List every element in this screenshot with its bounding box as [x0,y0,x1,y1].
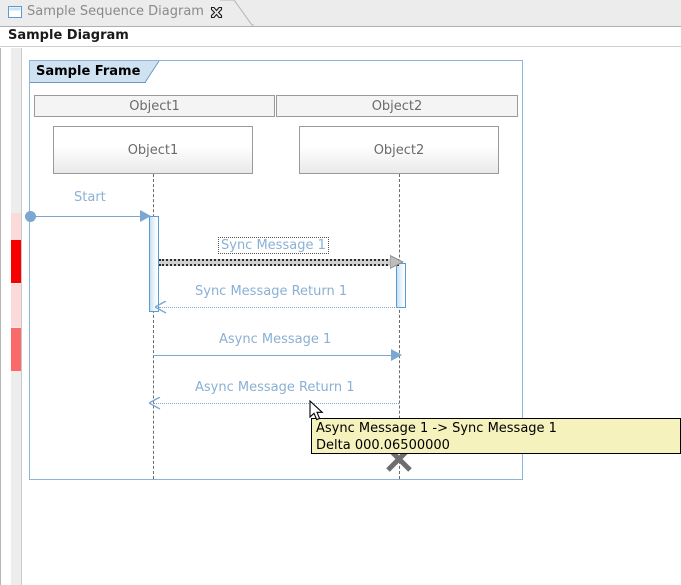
title-divider [0,46,681,47]
ruler-mark[interactable] [11,240,21,283]
message-tooltip: Async Message 1 -> Sync Message 1 Delta … [311,418,681,454]
close-x-icon[interactable] [210,6,223,19]
tab-strip-divider [0,26,681,27]
lifeline-box-label: Object1 [127,142,179,158]
tooltip-line-1: Async Message 1 -> Sync Message 1 [316,421,557,436]
message-label-sync-message-1[interactable]: Sync Message 1 [218,237,329,254]
message-line-async-message-1[interactable] [153,355,399,356]
ruler-mark[interactable] [11,213,21,240]
sequence-frame[interactable]: Sample Frame Object1 Object2 Object1 Obj… [25,60,523,480]
arrowhead-start [140,210,152,226]
editor-tab-sample-sequence-diagram[interactable]: Sample Sequence Diagram [0,0,254,27]
message-line-start[interactable] [30,216,149,217]
frame-tag-corner [144,60,161,83]
page-title: Sample Diagram [8,28,129,43]
message-line-sync-message-return-1[interactable] [159,307,399,308]
lifeline-header-object1[interactable]: Object1 [34,95,275,117]
tab-slant-edge [220,0,254,27]
arrowhead-sync-message-1 [389,254,405,273]
tooltip-line-2: Delta 000.06500000 [316,438,450,453]
lifeline-box-object1[interactable]: Object1 [53,126,253,174]
overview-ruler[interactable] [11,48,22,585]
lifeline-dash-object1 [153,174,154,479]
arrowhead-async-message-1 [391,349,403,365]
lifeline-dash-object2 [399,174,400,479]
message-label-start[interactable]: Start [74,190,106,205]
diagram-title-bar: Sample Diagram [0,27,681,47]
lifeline-header-object2[interactable]: Object2 [276,95,518,117]
lifeline-header-label: Object2 [371,98,423,114]
frame-tag[interactable]: Sample Frame [30,61,147,83]
arrowhead-async-message-return-1 [147,396,161,413]
arrowhead-sync-message-return-1 [153,300,167,317]
ruler-mark[interactable] [11,328,21,371]
lifeline-header-label: Object1 [129,98,180,114]
message-label-sync-message-return-1[interactable]: Sync Message Return 1 [195,284,348,299]
editor-tab-strip: Sample Sequence Diagram [0,0,681,27]
ruler-mark[interactable] [11,284,21,327]
lifeline-box-object2[interactable]: Object2 [299,126,499,174]
frame-tag-label: Sample Frame [36,64,141,79]
activation-bar-object1[interactable] [149,216,159,312]
editor-window-icon [8,6,22,18]
message-label-async-message-1[interactable]: Async Message 1 [219,332,332,347]
editor-tab-label: Sample Sequence Diagram [27,4,204,19]
message-label-async-message-return-1[interactable]: Async Message Return 1 [195,380,355,395]
diagram-canvas[interactable]: Sample Frame Object1 Object2 Object1 Obj… [0,48,681,585]
message-line-sync-message-1[interactable] [159,259,399,266]
message-line-async-message-return-1[interactable] [153,403,399,404]
lifeline-box-label: Object2 [373,142,425,158]
